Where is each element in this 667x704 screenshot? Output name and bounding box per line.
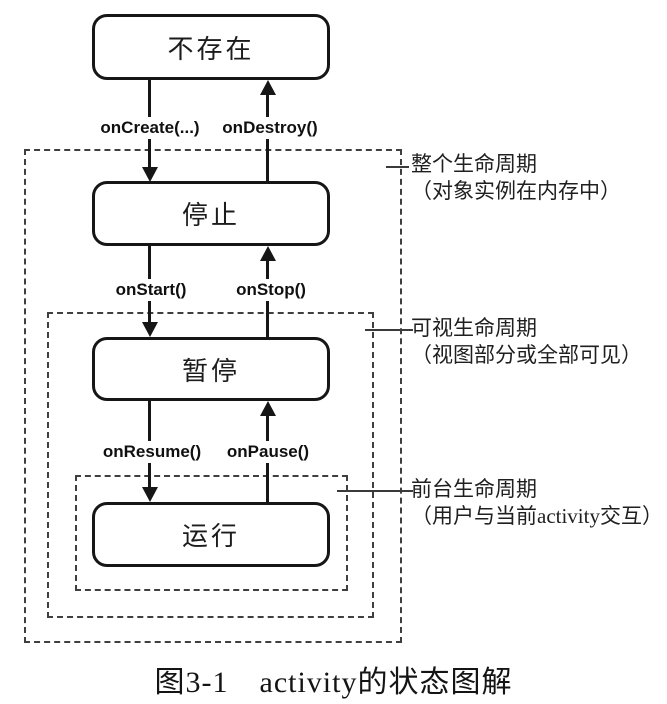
state-box-not-exist: 不存在 (92, 14, 330, 80)
transition-label-onresume: onResume() (97, 441, 207, 463)
transition-label-oncreate: onCreate(...) (95, 117, 205, 139)
annotation-subtitle-visible: （视图部分或全部可见） (411, 343, 642, 367)
leader-line-whole-lifecycle (386, 166, 409, 168)
state-label-paused: 暂停 (181, 356, 240, 386)
state-label-not-exist: 不存在 (167, 34, 255, 64)
annotation-title-visible: 可视生命周期 (411, 316, 537, 340)
figure-caption: 图3-1 activity的状态图解 (154, 666, 513, 699)
transition-label-onstop: onStop() (231, 279, 311, 301)
region-annotation-whole-lifecycle: 整个生命周期 （对象实例在内存中） (411, 151, 665, 205)
region-box-visible-lifecycle (47, 312, 374, 618)
annotation-subtitle-foreground: （用户与当前activity交互） (411, 504, 663, 528)
annotation-title-foreground: 前台生命周期 (411, 477, 537, 501)
state-label-running: 运行 (181, 522, 240, 551)
leader-line-foreground-lifecycle (337, 490, 413, 492)
region-box-whole-lifecycle (24, 149, 402, 643)
arrowhead-up-ondestroy (260, 80, 276, 95)
transition-label-onpause: onPause() (221, 441, 315, 463)
arrowhead-up-onstop (260, 246, 276, 261)
transition-label-onstart: onStart() (110, 279, 192, 301)
state-box-running: 运行 (92, 502, 330, 567)
state-box-stopped: 停止 (92, 181, 330, 246)
annotation-title-whole: 整个生命周期 (411, 152, 537, 176)
arrowhead-down-oncreate (142, 167, 158, 182)
region-annotation-visible-lifecycle: 可视生命周期 （视图部分或全部可见） (411, 315, 665, 369)
state-label-stopped: 停止 (181, 201, 240, 230)
region-box-foreground-lifecycle (75, 475, 348, 591)
arrowhead-up-onpause (260, 401, 276, 416)
leader-line-visible-lifecycle (365, 329, 413, 331)
state-box-paused: 暂停 (92, 337, 330, 401)
region-annotation-foreground-lifecycle: 前台生命周期 （用户与当前activity交互） (411, 476, 665, 530)
transition-label-ondestroy: onDestroy() (217, 117, 323, 139)
annotation-subtitle-whole: （对象实例在内存中） (411, 179, 621, 203)
arrowhead-down-onresume (142, 487, 158, 502)
arrowhead-down-onstart (142, 322, 158, 337)
